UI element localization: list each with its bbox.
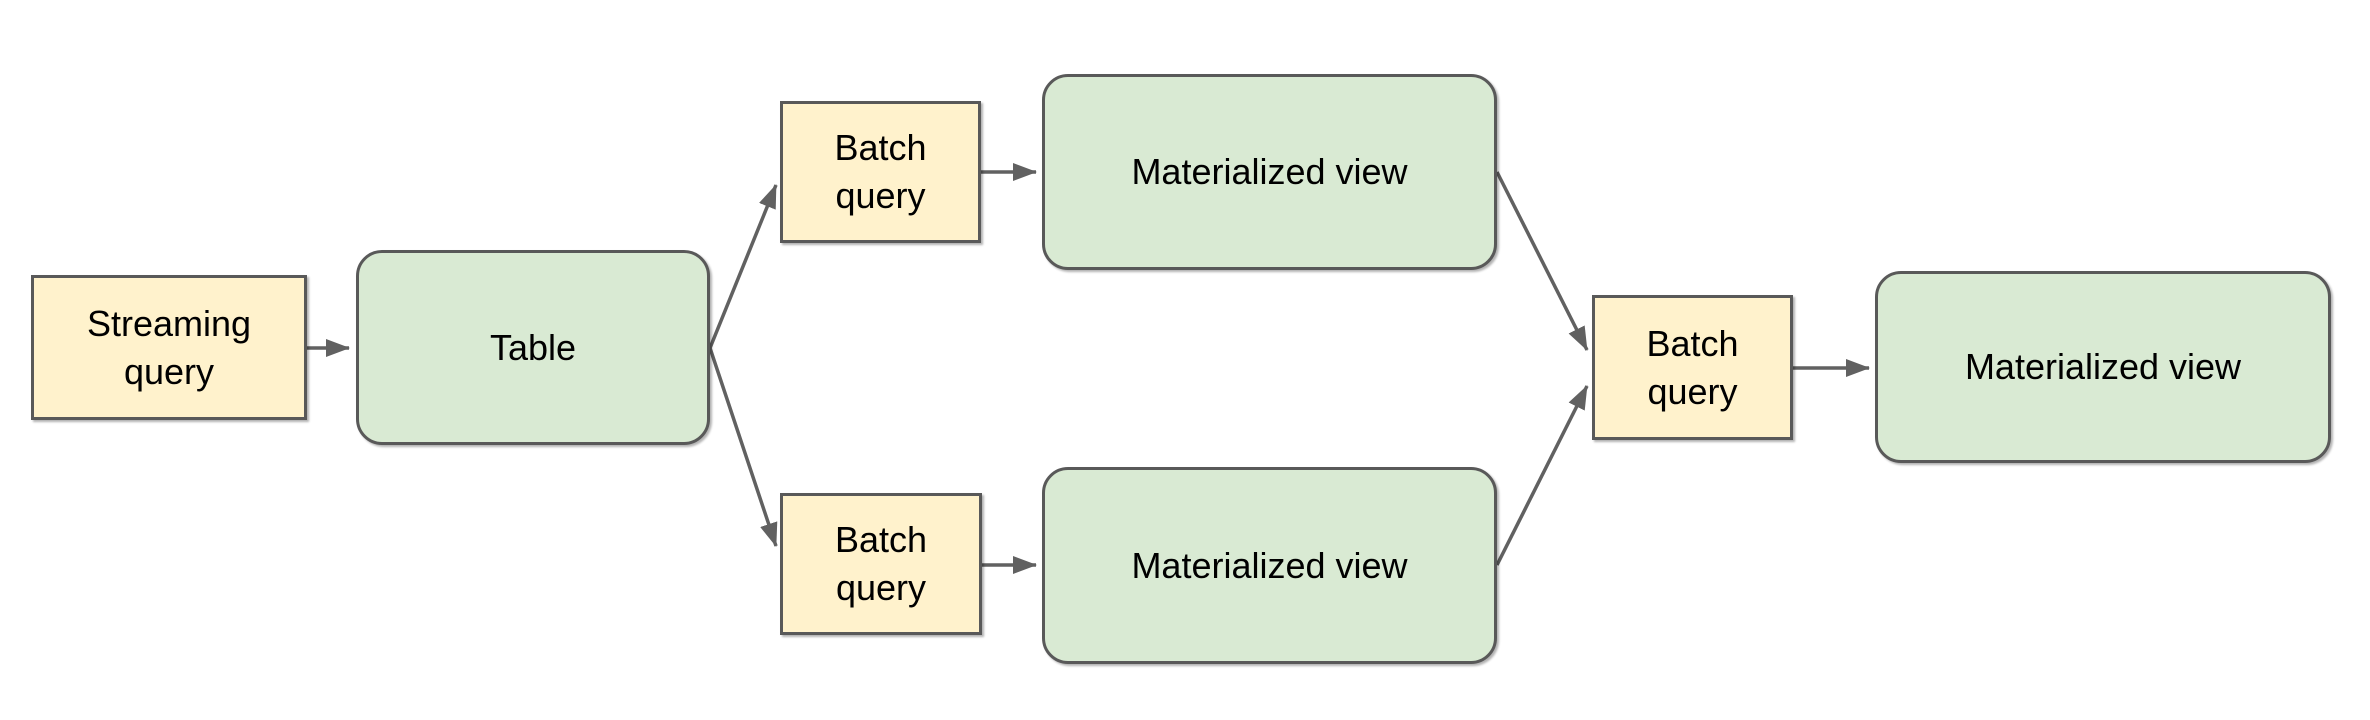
edge-table-to-batch-query-bottom [708,347,778,547]
node-batch-query-top-label: Batch query [834,127,927,216]
node-table: Table [356,250,710,445]
node-batch-query-bottom: Batch query [780,493,982,635]
node-materialized-view-top-label: Materialized view [1131,151,1408,192]
node-materialized-view-bottom: Materialized view [1042,467,1497,664]
node-materialized-view-top: Materialized view [1042,74,1497,270]
edge-table-to-batch-query-top [708,184,778,349]
node-table-label: Table [489,326,577,368]
edge-materialized-view-top-to-batch-query-join [1495,171,1589,351]
node-streaming-query-label: Streaming query [86,302,252,392]
node-batch-query-top: Batch query [780,101,981,243]
node-materialized-view-final-label: Materialized view [1964,346,2242,387]
node-materialized-view-bottom-label: Materialized view [1131,544,1408,586]
node-batch-query-join-label: Batch query [1646,322,1739,412]
node-batch-query-join: Batch query [1592,295,1793,440]
node-materialized-view-final: Materialized view [1875,271,2331,463]
node-streaming-query: Streaming query [31,275,307,420]
node-batch-query-bottom-label: Batch query [834,519,928,608]
edge-materialized-view-bottom-to-batch-query-join [1495,385,1589,566]
